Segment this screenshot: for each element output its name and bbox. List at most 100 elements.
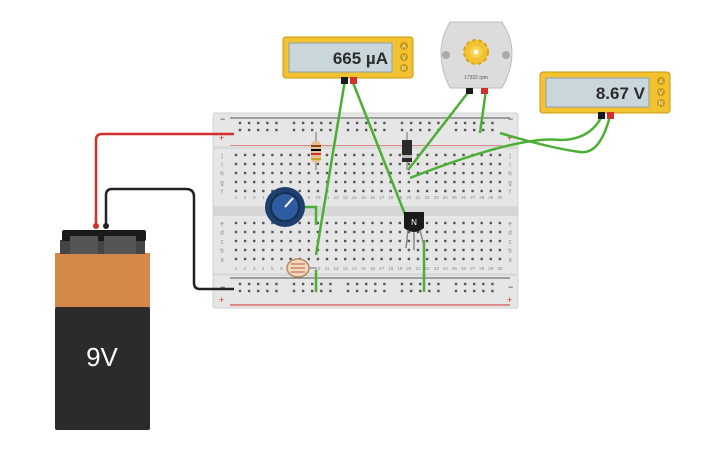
breadboard-hole[interactable] (344, 171, 347, 175)
breadboard-hole[interactable] (471, 257, 474, 261)
breadboard-hole[interactable] (280, 230, 283, 234)
breadboard-hole[interactable] (380, 248, 383, 252)
breadboard-hole[interactable] (471, 162, 474, 166)
breadboard-hole[interactable] (311, 282, 314, 286)
breadboard-hole[interactable] (247, 282, 251, 286)
breadboard-hole[interactable] (425, 221, 429, 225)
breadboard-hole[interactable] (271, 257, 274, 261)
breadboard-hole[interactable] (344, 248, 347, 252)
breadboard-hole[interactable] (234, 153, 238, 157)
breadboard-hole[interactable] (389, 162, 392, 166)
breadboard-hole[interactable] (416, 230, 420, 234)
breadboard-hole[interactable] (316, 189, 320, 193)
photoresistor[interactable] (286, 258, 316, 278)
breadboard-hole[interactable] (425, 180, 429, 184)
breadboard-hole[interactable] (307, 230, 310, 234)
breadboard-hole[interactable] (462, 189, 465, 193)
breadboard-hole[interactable] (243, 180, 247, 184)
breadboard-hole[interactable] (329, 289, 332, 293)
breadboard-hole[interactable] (344, 239, 347, 243)
breadboard-hole[interactable] (316, 221, 320, 225)
breadboard-hole[interactable] (380, 171, 383, 175)
breadboard-hole[interactable] (292, 121, 296, 125)
voltmeter-btn-v[interactable]: V (659, 91, 663, 97)
breadboard-hole[interactable] (419, 282, 422, 286)
breadboard-hole[interactable] (371, 221, 374, 225)
breadboard-hole[interactable] (435, 239, 438, 243)
breadboard-hole[interactable] (266, 282, 269, 286)
breadboard-hole[interactable] (480, 230, 483, 234)
breadboard-hole[interactable] (365, 121, 368, 125)
breadboard-hole[interactable] (262, 239, 265, 243)
breadboard-hole[interactable] (407, 162, 411, 166)
breadboard-hole[interactable] (238, 289, 242, 293)
breadboard-hole[interactable] (471, 180, 474, 184)
breadboard-hole[interactable] (253, 162, 256, 166)
breadboard-hole[interactable] (462, 230, 465, 234)
breadboard-hole[interactable] (334, 257, 338, 261)
breadboard-hole[interactable] (271, 171, 274, 175)
resistor[interactable] (311, 132, 321, 170)
breadboard-hole[interactable] (353, 230, 356, 234)
breadboard-hole[interactable] (329, 282, 332, 286)
breadboard-hole[interactable] (491, 128, 494, 132)
voltmeter-mode-buttons[interactable]: A V R (657, 77, 665, 108)
breadboard-hole[interactable] (400, 121, 404, 125)
breadboard-hole[interactable] (471, 171, 474, 175)
breadboard-hole[interactable] (398, 162, 401, 166)
breadboard-hole[interactable] (453, 221, 456, 225)
breadboard-hole[interactable] (275, 289, 278, 293)
breadboard-hole[interactable] (334, 180, 338, 184)
breadboard-hole[interactable] (435, 230, 438, 234)
breadboard-hole[interactable] (234, 230, 238, 234)
breadboard-hole[interactable] (298, 248, 301, 252)
breadboard-hole[interactable] (473, 128, 476, 132)
breadboard-hole[interactable] (425, 239, 429, 243)
breadboard-hole[interactable] (453, 153, 456, 157)
breadboard-hole[interactable] (454, 121, 458, 125)
breadboard-hole[interactable] (389, 257, 392, 261)
breadboard-hole[interactable] (428, 121, 431, 125)
breadboard-hole[interactable] (238, 282, 242, 286)
breadboard-hole[interactable] (266, 121, 269, 125)
breadboard-hole[interactable] (498, 180, 502, 184)
breadboard-hole[interactable] (257, 121, 260, 125)
breadboard-hole[interactable] (298, 230, 301, 234)
breadboard-hole[interactable] (416, 189, 420, 193)
breadboard-hole[interactable] (262, 153, 265, 157)
breadboard-hole[interactable] (362, 180, 365, 184)
breadboard-hole[interactable] (280, 162, 283, 166)
breadboard-hole[interactable] (371, 180, 374, 184)
breadboard-hole[interactable] (334, 153, 338, 157)
breadboard-hole[interactable] (398, 230, 401, 234)
breadboard-hole[interactable] (262, 180, 265, 184)
breadboard-hole[interactable] (454, 282, 458, 286)
breadboard-hole[interactable] (344, 180, 347, 184)
ammeter-btn-a[interactable]: A (402, 45, 406, 51)
breadboard-hole[interactable] (344, 189, 347, 193)
breadboard-hole[interactable] (416, 180, 420, 184)
breadboard-hole[interactable] (389, 239, 392, 243)
breadboard-hole[interactable] (425, 230, 429, 234)
breadboard-hole[interactable] (491, 121, 494, 125)
breadboard-hole[interactable] (301, 121, 305, 125)
breadboard-hole[interactable] (480, 239, 483, 243)
breadboard-hole[interactable] (482, 128, 485, 132)
breadboard-hole[interactable] (435, 171, 438, 175)
breadboard-hole[interactable] (389, 171, 392, 175)
breadboard-hole[interactable] (247, 121, 251, 125)
breadboard-hole[interactable] (307, 239, 310, 243)
breadboard-hole[interactable] (365, 289, 368, 293)
breadboard-hole[interactable] (320, 289, 323, 293)
breadboard-hole[interactable] (253, 180, 256, 184)
breadboard-hole[interactable] (482, 121, 485, 125)
breadboard-hole[interactable] (498, 257, 502, 261)
breadboard-hole[interactable] (247, 128, 251, 132)
ammeter-btn-r[interactable]: R (402, 67, 407, 73)
breadboard-hole[interactable] (307, 153, 310, 157)
breadboard-hole[interactable] (371, 248, 374, 252)
breadboard-hole[interactable] (238, 121, 242, 125)
breadboard-hole[interactable] (253, 171, 256, 175)
breadboard-hole[interactable] (307, 248, 310, 252)
